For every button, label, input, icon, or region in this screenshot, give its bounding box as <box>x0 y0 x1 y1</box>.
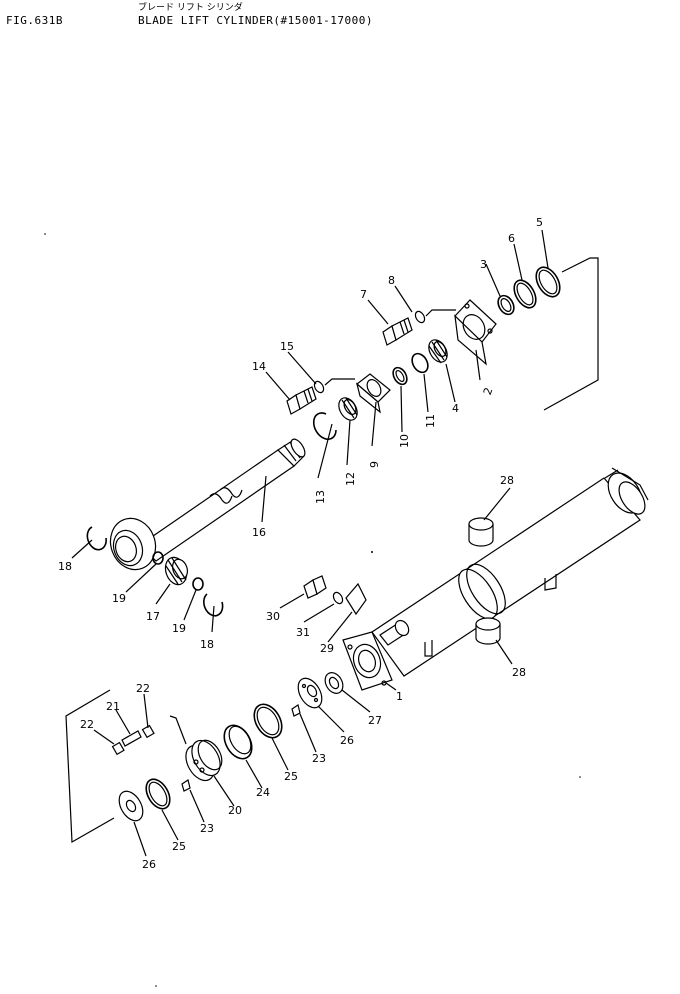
bolt-7 <box>382 317 413 346</box>
washer-8 <box>414 310 426 324</box>
leader-lines <box>71 229 549 857</box>
piston-ring-24 <box>223 724 253 760</box>
callout-16: 16 <box>252 526 266 539</box>
callout-22-right: 22 <box>136 682 150 695</box>
pin-23-right <box>291 704 301 717</box>
callout-1: 1 <box>396 690 403 703</box>
callout-22-left: 22 <box>80 718 94 731</box>
callout-6: 6 <box>508 232 515 245</box>
speck <box>155 985 157 987</box>
callout-labels: 1 2 3 4 5 6 7 8 9 10 11 12 13 14 15 16 1… <box>58 216 543 871</box>
callout-19-right: 19 <box>172 622 186 635</box>
bushing-lower <box>475 617 501 645</box>
snap-ring-18-right <box>203 593 224 617</box>
gland-9 <box>355 373 391 414</box>
seal-19-right <box>192 577 204 591</box>
bushing-upper <box>468 517 494 547</box>
callout-12: 12 <box>344 472 357 486</box>
callout-11: 11 <box>424 414 437 428</box>
screw-21 <box>121 730 142 747</box>
title-japanese: ブレード リフト シリンダ <box>138 3 243 13</box>
callout-7: 7 <box>360 288 367 301</box>
rod-eye <box>109 517 157 571</box>
callout-28-upper: 28 <box>500 474 514 487</box>
speck <box>371 551 373 553</box>
pin-23-left <box>181 779 191 792</box>
piston-rod <box>139 438 306 562</box>
callout-29: 29 <box>320 642 334 655</box>
piston-plate-26-left <box>118 790 144 822</box>
cylinder-tube <box>371 467 649 677</box>
snap-ring-18-left <box>86 526 107 551</box>
speck <box>579 776 581 778</box>
bracket-upper <box>543 257 599 411</box>
backup-ring-5 <box>535 266 561 298</box>
bracket-lower-tick <box>169 715 187 745</box>
callout-28-lower: 28 <box>512 666 526 679</box>
bolt-30 <box>303 575 327 599</box>
callout-19-left: 19 <box>112 592 126 605</box>
seal-3 <box>497 294 515 316</box>
plug-22-left <box>111 741 125 756</box>
callout-5: 5 <box>536 216 543 229</box>
ring-11 <box>411 352 429 374</box>
spherical-bushing-17 <box>164 556 189 586</box>
washer-31 <box>332 591 344 605</box>
leader-8 <box>425 309 456 317</box>
rod-head-flange <box>454 299 497 366</box>
callout-13: 13 <box>314 490 327 504</box>
callout-9: 9 <box>368 461 381 468</box>
callout-30: 30 <box>266 610 280 623</box>
speck <box>44 233 46 235</box>
callout-25-right: 25 <box>284 770 298 783</box>
clamp-29 <box>345 582 367 616</box>
callout-2: 2 <box>481 386 496 397</box>
callout-21: 21 <box>106 700 120 713</box>
wear-ring-25-right <box>253 703 283 739</box>
nut-27 <box>324 672 344 694</box>
callout-18-right: 18 <box>200 638 214 651</box>
washer-15 <box>313 380 325 394</box>
callout-23-right: 23 <box>312 752 326 765</box>
piston-plate-26-right <box>297 677 323 709</box>
callout-14: 14 <box>252 360 266 373</box>
bushing-4 <box>428 339 448 364</box>
callout-20: 20 <box>228 804 242 817</box>
callout-17: 17 <box>146 610 160 623</box>
wear-ring-25-left <box>145 778 171 810</box>
callout-27: 27 <box>368 714 382 727</box>
callout-24: 24 <box>256 786 270 799</box>
figure-label: FIG.631B <box>6 14 63 27</box>
bolt-14 <box>286 386 317 415</box>
diagram-title: BLADE LIFT CYLINDER(#15001-17000) <box>138 14 374 27</box>
callout-4: 4 <box>452 402 459 415</box>
callout-25-left: 25 <box>172 840 186 853</box>
plug-22-right <box>141 724 155 739</box>
callout-10: 10 <box>398 434 411 448</box>
piston-20 <box>185 739 223 782</box>
callout-8: 8 <box>388 274 395 287</box>
o-ring-6 <box>513 279 537 309</box>
ring-10 <box>392 366 408 386</box>
callout-26-left: 26 <box>142 858 156 871</box>
snap-ring-13 <box>312 412 337 441</box>
bushing-12 <box>338 397 358 421</box>
leader-15 <box>324 378 355 386</box>
callout-18-left: 18 <box>58 560 72 573</box>
callout-3: 3 <box>480 258 487 271</box>
callout-15: 15 <box>280 340 294 353</box>
callout-23-left: 23 <box>200 822 214 835</box>
bracket-lower-left <box>65 689 115 844</box>
seal-19-left <box>152 551 164 565</box>
callout-26-right: 26 <box>340 734 354 747</box>
callout-31: 31 <box>296 626 310 639</box>
